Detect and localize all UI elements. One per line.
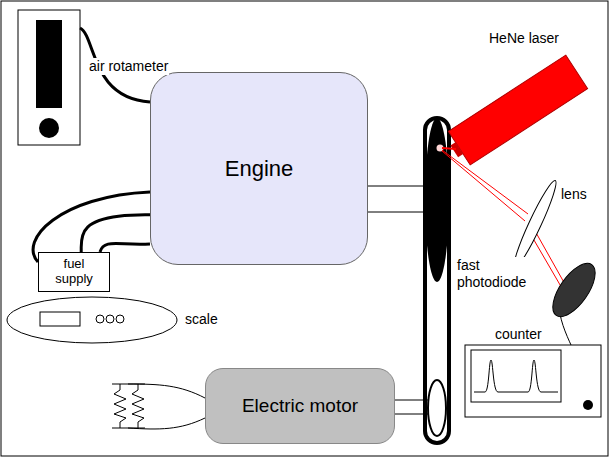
node-text: fuel supply (43, 257, 105, 287)
counter-knob (583, 400, 593, 410)
fuel-hose (100, 244, 150, 253)
part-label: counter (494, 326, 543, 343)
rotameter-tube (36, 20, 62, 108)
scale-button (96, 315, 104, 323)
wire (128, 418, 205, 429)
resistor-symbol (112, 384, 145, 428)
shaft (395, 400, 428, 401)
part-label: air rotameter (88, 58, 169, 75)
scale-display (40, 312, 80, 326)
scale-body (7, 297, 177, 343)
rotameter-float (39, 118, 59, 138)
part-label: scale (184, 311, 219, 328)
reflected-beam (442, 150, 528, 214)
motor-pulley (428, 380, 446, 436)
wire (128, 384, 205, 398)
engine-box: Engine (150, 72, 368, 265)
part-label: fast photodiode (456, 257, 536, 291)
counter-screen (471, 350, 561, 402)
signal-trace (474, 360, 558, 392)
laser-body (448, 55, 587, 165)
scale-button (116, 315, 124, 323)
part-label: lens (560, 186, 588, 203)
laser-beam (442, 148, 456, 149)
node-text: Electric motor (242, 395, 358, 417)
node-text: Engine (225, 156, 294, 181)
fuel-supply-box: fuel supply (38, 252, 110, 292)
part-label: HeNe laser (488, 30, 560, 47)
laser-aperture (450, 142, 463, 157)
laser (443, 55, 587, 168)
motor-box: Electric motor (205, 368, 395, 444)
shaft (368, 212, 426, 213)
shaft (395, 414, 428, 415)
scale-button (106, 315, 114, 323)
shaft (368, 186, 426, 187)
counter-body (465, 345, 601, 417)
belt (425, 118, 449, 443)
engine-pulley (425, 118, 449, 282)
rotameter-body (18, 10, 80, 145)
fuel-hose (81, 215, 150, 252)
reflected-beam (442, 151, 525, 221)
photodiode (545, 257, 603, 324)
